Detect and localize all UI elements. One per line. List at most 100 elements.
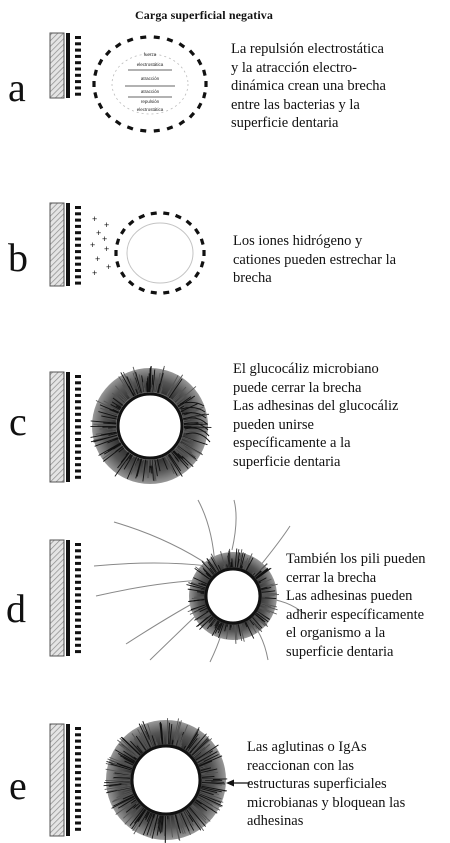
tooth-surface bbox=[50, 372, 81, 482]
bacterial-charge bbox=[92, 81, 95, 87]
bacterial-charge bbox=[128, 220, 135, 226]
tooth-surface bbox=[50, 724, 81, 836]
panel-e-bacterium bbox=[104, 718, 228, 843]
bacterial-charge bbox=[185, 220, 192, 226]
panel-b-description: Los iones hidrógeno y cationes pueden es… bbox=[233, 232, 396, 288]
negative-charge bbox=[75, 36, 81, 39]
negative-charge bbox=[75, 231, 81, 234]
bacterial-charge bbox=[197, 59, 203, 66]
negative-charge bbox=[75, 746, 81, 749]
negative-charge bbox=[75, 282, 81, 285]
bacterial-charge bbox=[120, 271, 126, 278]
negative-charge bbox=[75, 212, 81, 215]
negative-charge bbox=[75, 250, 81, 253]
negative-charge bbox=[75, 93, 81, 96]
bacterial-charge bbox=[128, 280, 135, 286]
negative-charge bbox=[75, 759, 81, 762]
tooth-surface bbox=[50, 203, 81, 286]
negative-charge bbox=[75, 275, 81, 278]
negative-charge bbox=[75, 581, 81, 584]
negative-charge bbox=[75, 438, 81, 441]
bacterial-charge bbox=[166, 37, 173, 42]
negative-charge bbox=[75, 644, 81, 647]
negative-charge bbox=[75, 740, 81, 743]
negative-charge bbox=[75, 86, 81, 89]
negative-charge bbox=[75, 61, 81, 64]
cation-sign: + bbox=[92, 214, 97, 224]
panel-d-bacterium bbox=[94, 500, 304, 662]
bacterial-wall bbox=[206, 569, 260, 623]
force-label: electrostática bbox=[137, 107, 164, 112]
negative-charge bbox=[75, 803, 81, 806]
panel-a-letter: a bbox=[8, 68, 26, 108]
negative-charge bbox=[75, 543, 81, 546]
bacterial-charge bbox=[114, 250, 117, 256]
negative-charge bbox=[75, 381, 81, 384]
cation-sign: + bbox=[102, 234, 107, 244]
negative-charge bbox=[75, 463, 81, 466]
cation-sign: + bbox=[104, 220, 109, 230]
glycocalyx-fiber bbox=[227, 564, 228, 567]
bacterial-charge bbox=[105, 50, 111, 57]
bacterial-charge bbox=[98, 59, 104, 66]
cation-sign: + bbox=[96, 228, 101, 238]
bacterial-charge bbox=[115, 120, 122, 126]
bacterial-wall bbox=[118, 394, 182, 458]
bacterial-charge bbox=[154, 35, 160, 39]
negative-charge bbox=[75, 606, 81, 609]
bacterial-charge bbox=[200, 261, 205, 268]
negative-charge bbox=[75, 556, 81, 559]
bacterial-charge bbox=[178, 120, 185, 126]
pilus bbox=[94, 563, 208, 566]
negative-charge bbox=[75, 568, 81, 571]
panel-c-letter: c bbox=[9, 402, 27, 442]
panel-c-bacterium bbox=[90, 366, 211, 484]
bacterial-charge bbox=[127, 125, 134, 130]
force-label: atracción bbox=[141, 76, 160, 81]
negative-charge bbox=[75, 650, 81, 653]
surface-line bbox=[66, 203, 70, 286]
bacterial-charge bbox=[163, 211, 169, 215]
negative-charge bbox=[75, 375, 81, 378]
negative-charge bbox=[75, 425, 81, 428]
enamel-layer bbox=[50, 372, 64, 482]
bacterial-charge bbox=[93, 92, 98, 99]
surface-line bbox=[66, 540, 70, 656]
bacterial-charge bbox=[93, 69, 98, 76]
bacterial-charge bbox=[163, 291, 169, 295]
negative-charge bbox=[75, 206, 81, 209]
negative-charge bbox=[75, 238, 81, 241]
negative-charge bbox=[75, 587, 81, 590]
negative-charge bbox=[75, 593, 81, 596]
negative-charge bbox=[75, 470, 81, 473]
bacterial-charge bbox=[151, 211, 157, 215]
bacterial-charge bbox=[204, 81, 207, 87]
panel-d-description: También los pili pueden cerrar la brecha… bbox=[286, 550, 426, 662]
negative-charge bbox=[75, 619, 81, 622]
bacterial-charge bbox=[140, 35, 146, 39]
tooth-surface bbox=[50, 540, 81, 656]
force-label: electrostática bbox=[137, 62, 164, 67]
bacterial-charge bbox=[166, 125, 173, 130]
glycocalyx-fiber bbox=[242, 566, 243, 568]
bacterial-charge bbox=[185, 280, 192, 286]
negative-charge bbox=[75, 256, 81, 259]
negative-charge bbox=[75, 562, 81, 565]
negative-charge bbox=[75, 444, 81, 447]
bacterial-charge bbox=[194, 228, 200, 235]
cation-sign: + bbox=[104, 244, 109, 254]
negative-charge bbox=[75, 55, 81, 58]
negative-charge bbox=[75, 74, 81, 77]
bacterial-charge bbox=[138, 287, 145, 292]
negative-charge bbox=[75, 457, 81, 460]
negative-charge bbox=[75, 413, 81, 416]
negative-charge bbox=[75, 225, 81, 228]
negative-charge bbox=[75, 42, 81, 45]
glycocalyx-fiber bbox=[158, 815, 159, 818]
negative-charge bbox=[75, 612, 81, 615]
negative-charge bbox=[75, 638, 81, 641]
negative-charge bbox=[75, 80, 81, 83]
negative-charge bbox=[75, 809, 81, 812]
negative-charge bbox=[75, 625, 81, 628]
bacterial-charge bbox=[194, 271, 200, 278]
